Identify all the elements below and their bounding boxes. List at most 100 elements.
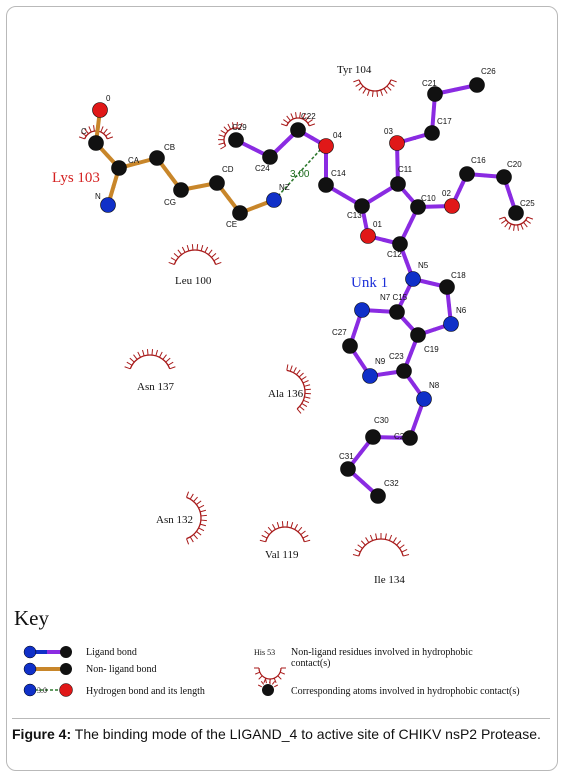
atom-ca: [111, 160, 127, 176]
atom-n8: [416, 391, 432, 407]
atom-label-c27: C27: [332, 328, 347, 337]
atoms: [88, 77, 524, 504]
caption-label: Figure 4:: [12, 726, 72, 742]
atom-c23: [396, 363, 412, 379]
key-hydrophobic-arc: [254, 667, 286, 684]
atom-label-c25: C25: [520, 199, 535, 208]
key-hydrophobic-sample: His 53: [254, 648, 275, 657]
atom-c25: [508, 205, 524, 221]
figure-caption: Figure 4: The binding mode of the LIGAND…: [12, 724, 552, 744]
leu100-arc: [168, 244, 222, 265]
atom-c26: [469, 77, 485, 93]
key-nonligand-atom-blue: [23, 662, 37, 676]
atom-label-n8: N8: [429, 381, 440, 390]
residue-val119: Val 119: [265, 549, 299, 561]
hydrogen-bond-length: 3.00: [290, 169, 310, 180]
residue-tyr104: Tyr 104: [337, 64, 372, 76]
key-hydrophobic-label-line2: contact(s): [291, 658, 330, 669]
c22-contact: [280, 112, 316, 127]
atom-n9: [362, 368, 378, 384]
atom-c17: [424, 125, 440, 141]
key-ligand-bond-label: Ligand bond: [86, 647, 137, 658]
atom-label-cd: CD: [222, 165, 234, 174]
atom-label-c28: C28: [394, 432, 409, 441]
atom-c24: [262, 149, 278, 165]
atom-o1: [360, 228, 376, 244]
atom-label-c: C: [81, 127, 87, 136]
atom-label-cb: CB: [164, 143, 175, 152]
atom-label-c32: C32: [384, 479, 399, 488]
ala136-arc: [286, 364, 311, 414]
atom-label-c16: C16: [471, 156, 486, 165]
key-corresponding-atoms-label: Corresponding atoms involved in hydropho…: [291, 686, 520, 697]
atom-c21: [427, 86, 443, 102]
residue-asn132: Asn 132: [156, 514, 193, 526]
key-nonligand-bond-label: Non- ligand bond: [86, 664, 157, 675]
atom-label-c18: C18: [451, 271, 466, 280]
atom-c20: [496, 169, 512, 185]
atom-label-nz: NZ: [279, 183, 290, 192]
key-title: Key: [14, 606, 49, 630]
atom-label-ca: CA: [128, 156, 140, 165]
atom-label-o2: 02: [442, 189, 451, 198]
atom-ce: [232, 205, 248, 221]
caption-divider: [12, 718, 550, 719]
atom-c11: [390, 176, 406, 192]
atom-label-c12: C12: [387, 250, 402, 259]
key-hbond-atom-blue: [23, 683, 37, 697]
atom-c19: [410, 327, 426, 343]
atom-n7: [354, 302, 370, 318]
atom-label-ce: CE: [226, 220, 237, 229]
atom-label-o4: 04: [333, 131, 342, 140]
atom-o3: [389, 135, 405, 151]
atom-o2: [444, 198, 460, 214]
atom-label-c14: C14: [331, 169, 346, 178]
val119-arc: [259, 521, 311, 543]
atom-cg: [173, 182, 189, 198]
atom-label-n5: N5: [418, 261, 429, 270]
atom-label-n9: N9: [375, 357, 386, 366]
atom-c29: [228, 132, 244, 148]
atom-label-c29: C29: [232, 123, 247, 132]
residue-unk1: Unk 1: [351, 275, 388, 291]
atom-label-c21: C21: [422, 79, 437, 88]
atom-n5: [405, 271, 421, 287]
atom-o4: [318, 138, 334, 154]
caption-text: The binding mode of the LIGAND_4 to acti…: [71, 726, 541, 742]
c29-contact: [217, 122, 243, 150]
atom-c10: [410, 199, 426, 215]
key-corresponding-atom-ticks: [257, 679, 279, 688]
atom-cd: [209, 175, 225, 191]
key-hbond-atom-red: [59, 683, 73, 697]
atom-label-c10: C10: [421, 194, 436, 203]
atom-c32: [370, 488, 386, 504]
atom-c16: [459, 166, 475, 182]
atom-c18: [439, 279, 455, 295]
atom-label-o: 0: [106, 94, 111, 103]
asn132-arc: [186, 491, 207, 545]
residue-ile134: Ile 134: [374, 574, 405, 586]
atom-o: [92, 102, 108, 118]
atom-label-cg: CG: [164, 198, 176, 207]
asn137-arc: [124, 349, 176, 370]
atom-label-c15: N7 C15: [380, 293, 408, 302]
key-ligand-atom-blue: [23, 645, 37, 659]
atom-label-c17: C17: [437, 117, 452, 126]
residue-lys103: Lys 103: [52, 170, 100, 186]
key-hydrophobic-label-line1: Non-ligand residues involved in hydropho…: [291, 647, 473, 658]
atom-label-c31: C31: [339, 452, 354, 461]
atom-c30: [365, 429, 381, 445]
key-hbond-label: Hydrogen bond and its length: [86, 686, 205, 697]
atom-label-n: N: [95, 192, 101, 201]
atom-label-c24: C24: [255, 164, 270, 173]
atom-label-c23: C23: [389, 352, 404, 361]
atom-c31: [340, 461, 356, 477]
atom-nz: [266, 192, 282, 208]
atom-n6: [443, 316, 459, 332]
hydrogen-bond-line: [277, 148, 322, 197]
atom-label-c26: C26: [481, 67, 496, 76]
atom-c12: [392, 236, 408, 252]
atom-label-c22: C22: [301, 112, 316, 121]
